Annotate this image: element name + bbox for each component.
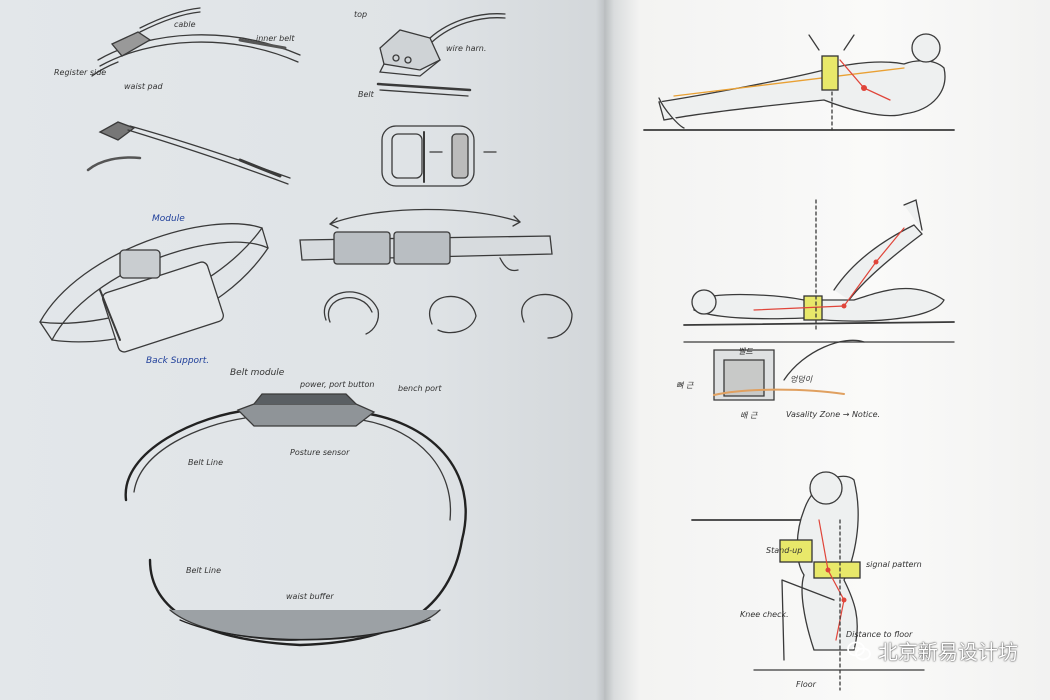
note-register-side: Register side [54,68,107,77]
strap-sketch-1 [91,7,301,77]
note-korean-4: 배 근 [740,411,758,420]
loop-sketches [323,291,573,339]
note-stand-up: Stand-up [766,546,803,555]
lying-figure [683,199,955,401]
note-waist-pad: waist pad [124,82,163,91]
ring-belt-sketch [124,393,467,647]
note-waist-buffer: waist buffer [286,592,334,601]
watermark: 北京新易设计坊 [846,636,1018,665]
module-box-sketch [381,125,497,187]
note-korean-belt: 벨트 [738,347,753,356]
note-bench-port: bench port [398,384,442,393]
note-inner-belt: inner belt [256,34,295,43]
note-belt-module: Belt module [230,368,285,378]
note-vasality: Vasality Zone → Notice. [786,410,881,419]
watermark-text: 北京新易设计坊 [878,640,1018,664]
belt-perspective-sketch [39,223,269,353]
note-posture-sensor: Posture sensor [290,448,350,457]
note-belt-line-1: Belt Line [188,458,223,467]
flat-strap-sketch [299,208,553,272]
note-wire-harn: wire harn. [446,44,487,53]
plank-figure [643,33,955,131]
left-sketch-page [0,0,604,700]
sitting-figure [691,471,925,691]
page-gutter [596,0,614,700]
note-belt: Belt [358,90,374,99]
clip-sketch [376,13,506,97]
note-cable: cable [174,20,196,29]
note-signal-pattern: signal pattern [866,560,922,569]
note-belt-line-2: Belt Line [186,566,221,575]
note-knee-check: Knee check. [740,610,789,619]
note-module: Module [152,214,185,224]
wechat-logo-icon [847,641,871,660]
strap-sketch-2 [86,121,291,185]
note-korean-1: 뼈 근 [676,381,694,390]
left-sketches [39,7,573,647]
note-top: top [354,10,368,19]
right-sketches [643,33,955,691]
note-back-support: Back Support. [146,356,210,366]
note-korean-2: 엉덩이 [790,375,813,384]
note-power-port: power, port button [300,380,375,389]
note-distance-floor: Distance to floor [846,630,913,639]
note-floor: Floor [796,680,816,689]
